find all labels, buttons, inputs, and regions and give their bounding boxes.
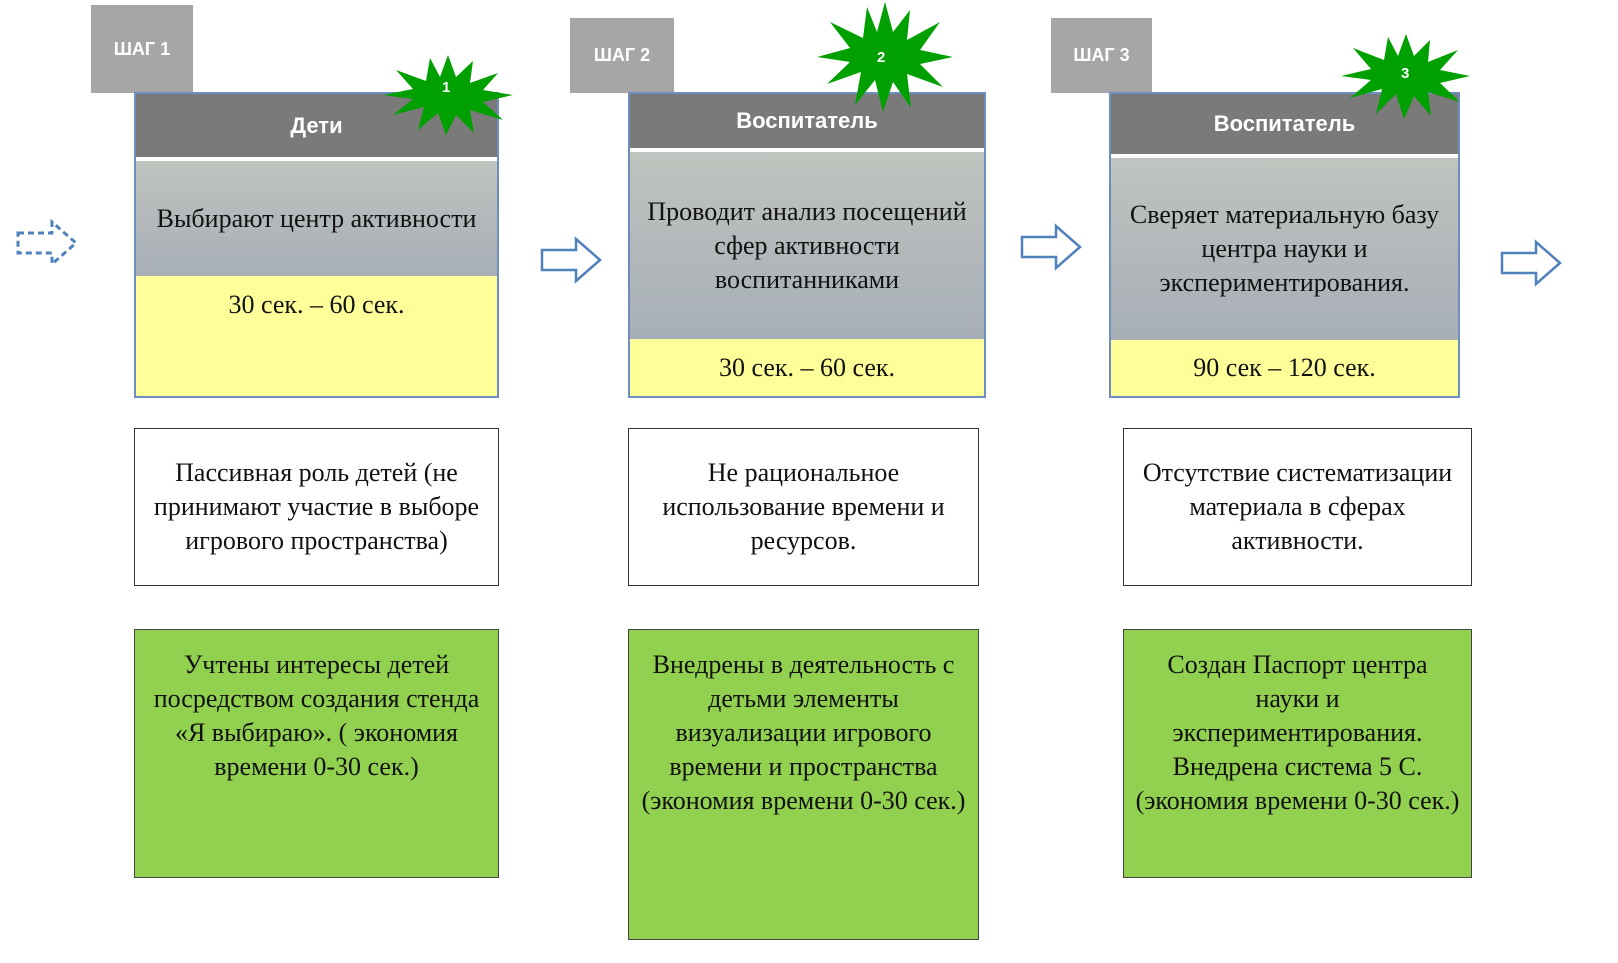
step-2-tab: ШАГ 2: [570, 18, 674, 93]
step-3-card: Воспитатель Сверяет материальную базу це…: [1109, 92, 1460, 398]
step-3-action: Сверяет материальную базу центра науки и…: [1111, 158, 1458, 340]
step-2-time: 30 сек. – 60 сек.: [718, 352, 896, 382]
step-3-tab: ШАГ 3: [1051, 18, 1152, 93]
step-2-action: Проводит анализ посещений сфер активност…: [630, 152, 984, 339]
burst-1-icon: [383, 55, 513, 135]
step-2-actor: Воспитатель: [630, 94, 984, 152]
step-3-time: 90 сек – 120 сек.: [1193, 353, 1376, 382]
step-2-card: Воспитатель Проводит анализ посещений сф…: [628, 92, 986, 398]
step-3-solution: Создан Паспорт центра науки и эксперимен…: [1123, 629, 1472, 878]
burst-3-number: 3: [1401, 65, 1410, 82]
step-3-problem: Отсутствие систематизации материала в сф…: [1123, 428, 1472, 586]
step-1-tab: ШАГ 1: [91, 5, 193, 93]
step-1-card: Дети Выбирают центр активности 30 сек. –…: [134, 92, 499, 398]
burst-1-number: 1: [442, 79, 451, 96]
burst-2-icon: [817, 2, 953, 112]
burst-3-icon: [1341, 34, 1470, 119]
arrow-dashed-icon: [16, 218, 78, 268]
step-2-solution: Внедрены в деятельность с детьми элемент…: [628, 629, 979, 940]
arrow-right-icon: [540, 236, 602, 284]
step-2-problem: Не рациональное использование времени и …: [628, 428, 979, 586]
arrow-right-icon: [1500, 239, 1562, 287]
step-1-action: Выбирают центр активности: [136, 161, 497, 276]
step-1-problem: Пассивная роль детей (не принимают участ…: [134, 428, 499, 586]
step-1-time: 30 сек. – 60 сек.: [228, 290, 405, 319]
arrow-right-icon: [1020, 223, 1082, 271]
burst-2-number: 2: [877, 49, 886, 66]
step-1-solution: Учтены интересы детей посредством создан…: [134, 629, 499, 878]
